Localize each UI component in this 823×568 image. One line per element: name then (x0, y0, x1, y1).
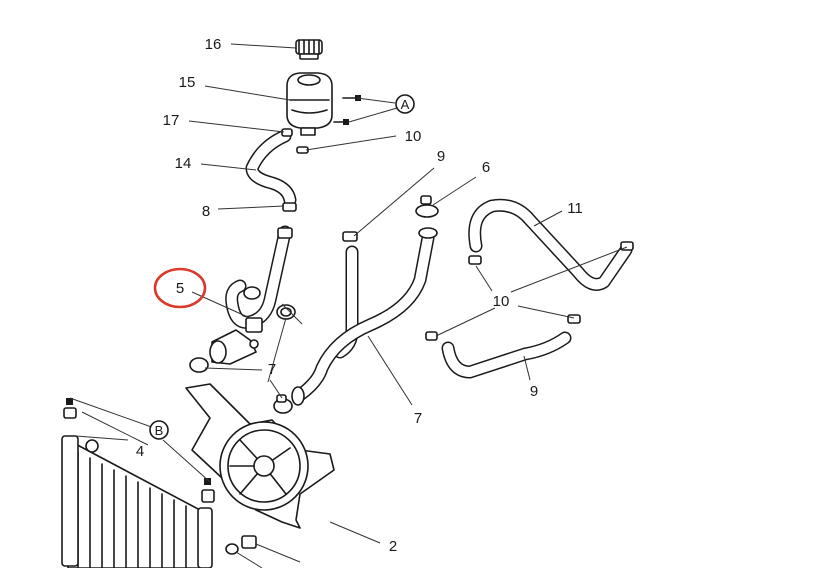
expansion-tank-cap (295, 39, 323, 60)
radiator (61, 435, 213, 568)
hose-7 (291, 227, 438, 406)
callout-labels: 16 15 17 10 14 8 9 6 11 5 10 7 9 7 4 2 (136, 36, 583, 555)
clamp-11-left (468, 255, 482, 265)
hose-5 (225, 225, 293, 329)
reference-marker-b-label: B (155, 423, 164, 438)
mounting-bolts-a (333, 95, 361, 125)
callout-9-upper: 9 (437, 148, 445, 165)
callout-7-lower: 7 (414, 410, 422, 427)
callout-11: 11 (567, 200, 583, 217)
radiator-mounts (63, 398, 215, 503)
callout-9-lower: 9 (530, 383, 538, 400)
clamp-9-left (425, 331, 438, 341)
clamp-7-lower (273, 394, 293, 414)
callout-8: 8 (202, 203, 210, 220)
callout-2: 2 (389, 538, 397, 555)
hose-11 (468, 198, 633, 291)
clamp-9-right (567, 314, 581, 324)
callout-15: 15 (179, 74, 196, 91)
callout-17: 17 (163, 112, 180, 129)
reference-marker-a: A (395, 94, 415, 114)
outlet-housing (209, 317, 263, 365)
drain-plug (225, 535, 257, 555)
reference-marker-a-label: A (401, 97, 410, 112)
hose-14 (245, 129, 297, 207)
hose-9-lower (441, 331, 572, 379)
reference-marker-b: B (149, 420, 169, 440)
callout-7-upper: 7 (268, 361, 276, 378)
callout-6: 6 (482, 159, 490, 176)
callout-10-upper: 10 (405, 128, 422, 145)
callout-16: 16 (205, 36, 222, 53)
callout-10-lower: 10 (493, 293, 510, 310)
callout-14: 14 (175, 155, 192, 172)
gasket (189, 357, 209, 373)
clamp-near-5 (276, 304, 296, 320)
fan-shroud (185, 383, 335, 529)
expansion-tank (286, 72, 333, 136)
callout-5: 5 (176, 280, 184, 297)
clamp-17 (281, 128, 293, 137)
clamp-8 (282, 202, 297, 212)
callout-4: 4 (136, 443, 144, 460)
highlight-circle-5 (153, 267, 207, 309)
clamp-6 (415, 195, 439, 218)
